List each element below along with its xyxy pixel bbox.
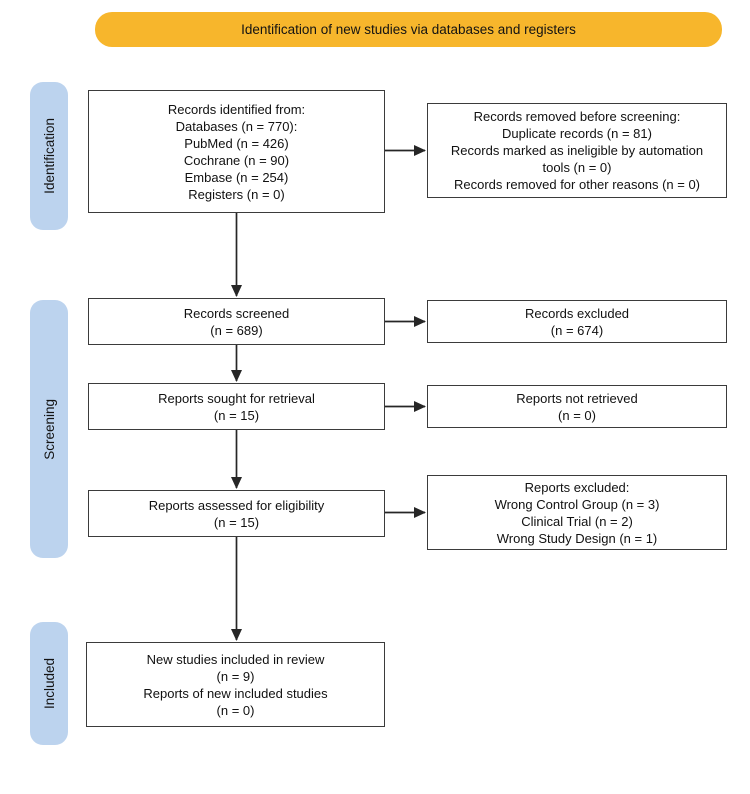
box-text-line: Records removed for other reasons (n = 0… — [453, 177, 701, 192]
box-reports-not-retrieved: Reports not retrieved (n = 0) — [427, 385, 727, 428]
box-text-line: Records removed before screening: — [473, 109, 681, 124]
box-reports-assessed: Reports assessed for eligibility (n = 15… — [88, 490, 385, 537]
banner-label: Identification of new studies via databa… — [241, 22, 576, 37]
box-text-line: Reports excluded: — [524, 479, 630, 495]
stage-label-included-text: Included — [41, 657, 57, 710]
box-text-line: Records screened — [183, 305, 290, 321]
box-text-line: Embase (n = 254) — [184, 169, 289, 185]
box-text-line: (n = 15) — [213, 407, 260, 423]
box-text-line: Reports of new included studies — [143, 685, 328, 701]
box-text-line: (n = 689) — [210, 322, 263, 338]
stage-label-identification: Identification — [30, 82, 68, 230]
box-text-line: (n = 674) — [550, 322, 604, 338]
box-text-line: Records marked as ineligible by automati… — [450, 143, 704, 175]
box-text-line: Clinical Trial (n = 2) — [521, 513, 633, 529]
box-text-line: (n = 0) — [558, 407, 596, 423]
box-text-line: Reports not retrieved — [516, 390, 638, 406]
box-text-line: Cochrane (n = 90) — [183, 152, 290, 168]
box-new-studies-included: New studies included in review (n = 9) R… — [86, 642, 385, 727]
box-text-line: New studies included in review — [146, 651, 325, 667]
banner: Identification of new studies via databa… — [95, 12, 722, 47]
box-text-line: Duplicate records (n = 81) — [502, 126, 652, 141]
box-records-excluded: Records excluded (n = 674) — [427, 300, 727, 343]
box-text-line: (n = 15) — [213, 514, 260, 530]
box-reports-sought: Reports sought for retrieval (n = 15) — [88, 383, 385, 430]
box-records-identified: Records identified from: Databases (n = … — [88, 90, 385, 213]
box-text-line: Records excluded — [524, 305, 630, 321]
box-text-line: Reports sought for retrieval — [158, 390, 315, 406]
box-text-line: Wrong Study Design (n = 1) — [496, 530, 658, 546]
box-text-line: Databases (n = 770): — [175, 118, 298, 134]
box-text-line: Wrong Control Group (n = 3) — [494, 496, 660, 512]
box-text-line: PubMed (n = 426) — [184, 135, 289, 151]
box-records-removed: Records removed before screening: Duplic… — [427, 103, 727, 198]
box-text-line: Records identified from: — [167, 101, 306, 117]
stage-label-identification-text: Identification — [41, 118, 57, 194]
stage-label-included: Included — [30, 622, 68, 745]
box-text-line: (n = 9) — [216, 668, 255, 684]
stage-label-screening-text: Screening — [41, 398, 57, 460]
box-text-line: (n = 0) — [216, 702, 255, 718]
box-records-screened: Records screened (n = 689) — [88, 298, 385, 345]
box-reports-excluded: Reports excluded: Wrong Control Group (n… — [427, 475, 727, 550]
box-text-line: Reports assessed for eligibility — [148, 497, 325, 513]
stage-label-screening: Screening — [30, 300, 68, 558]
box-text-line: Registers (n = 0) — [188, 186, 285, 202]
